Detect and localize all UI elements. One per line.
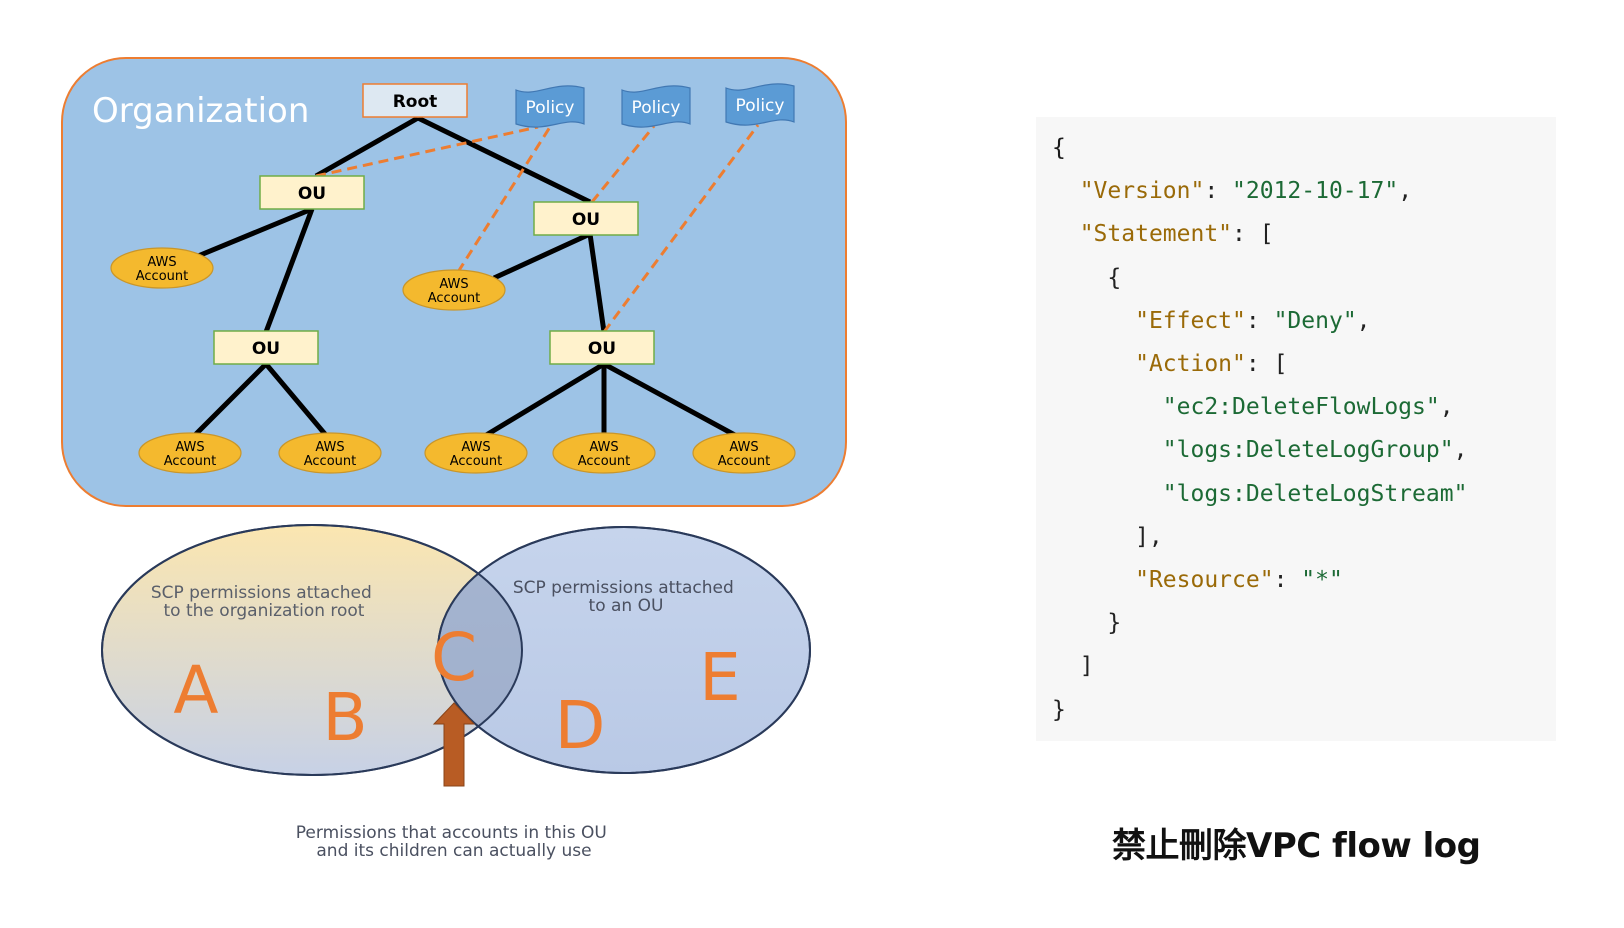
root-node[interactable]: Root	[362, 83, 468, 118]
json-value-resource: "*"	[1301, 567, 1343, 594]
slide-caption: 禁止刪除VPC flow log	[1112, 826, 1481, 866]
root-label: Root	[393, 92, 438, 112]
json-action-item: "logs:DeleteLogStream"	[1162, 480, 1468, 507]
ou-node[interactable]: OU	[259, 175, 365, 210]
aws-account-ellipse	[110, 247, 214, 289]
venn-letter-a: A	[173, 652, 218, 729]
policy-json-panel: { "Version": "2012-10-17", "Statement": …	[1036, 117, 1556, 741]
ou-node[interactable]: OU	[549, 330, 655, 365]
policy-flag[interactable]: Policy	[621, 85, 691, 128]
ou-node[interactable]: OU	[533, 201, 639, 236]
json-key-statement: "Statement"	[1079, 221, 1233, 248]
json-key-effect: "Effect"	[1135, 307, 1246, 334]
policy-label: Policy	[736, 96, 785, 116]
json-action-item: "ec2:DeleteFlowLogs"	[1162, 394, 1440, 421]
policy-label: Policy	[526, 98, 575, 118]
flag-icon	[515, 85, 585, 128]
venn-letter-c: C	[431, 619, 477, 696]
flag-icon	[725, 83, 795, 126]
venn-left-label: SCP permissions attached to the organiza…	[151, 583, 377, 621]
ou-label: OU	[298, 184, 326, 204]
organization-scp-diagram: Organization Root OU OU OU	[61, 57, 847, 861]
ou-label: OU	[588, 339, 616, 359]
venn-diagram: SCP permissions attached to the organiza…	[101, 524, 811, 861]
venn-letter-d: D	[555, 687, 606, 764]
aws-account-ellipse	[424, 432, 528, 474]
policy-label: Policy	[632, 98, 681, 118]
json-action-item: "logs:DeleteLogGroup"	[1162, 437, 1454, 464]
json-key-version: "Version"	[1079, 178, 1205, 205]
organization-title: Organization	[92, 91, 309, 131]
aws-account-ellipse	[278, 432, 382, 474]
tree-edges	[188, 115, 746, 443]
policy-flag[interactable]: Policy	[725, 83, 795, 126]
ou-label: OU	[572, 210, 600, 230]
arrow-up-icon	[432, 702, 476, 787]
flag-icon	[621, 85, 691, 128]
venn-right-label: SCP permissions attached to an OU	[513, 578, 739, 616]
ou-label: OU	[252, 339, 280, 359]
policy-flag[interactable]: Policy	[515, 85, 585, 128]
venn-letter-e: E	[699, 639, 741, 716]
policy-links	[315, 124, 760, 333]
aws-account-ellipse	[552, 432, 656, 474]
json-value-effect: "Deny"	[1273, 307, 1357, 334]
aws-account-ellipse	[402, 269, 506, 311]
json-value-version: "2012-10-17"	[1232, 178, 1399, 205]
venn-letter-b: B	[322, 679, 367, 756]
aws-account-ellipse	[692, 432, 796, 474]
policy-flags: Policy Policy Policy	[515, 83, 795, 128]
aws-account-ellipse	[138, 432, 242, 474]
policy-json-code: { "Version": "2012-10-17", "Statement": …	[1052, 135, 1468, 723]
json-key-action: "Action"	[1135, 351, 1246, 378]
ou-node[interactable]: OU	[213, 330, 319, 365]
venn-caption: Permissions that accounts in this OU and…	[296, 823, 612, 861]
json-open-brace: {	[1052, 135, 1066, 161]
json-key-resource: "Resource"	[1135, 567, 1274, 594]
